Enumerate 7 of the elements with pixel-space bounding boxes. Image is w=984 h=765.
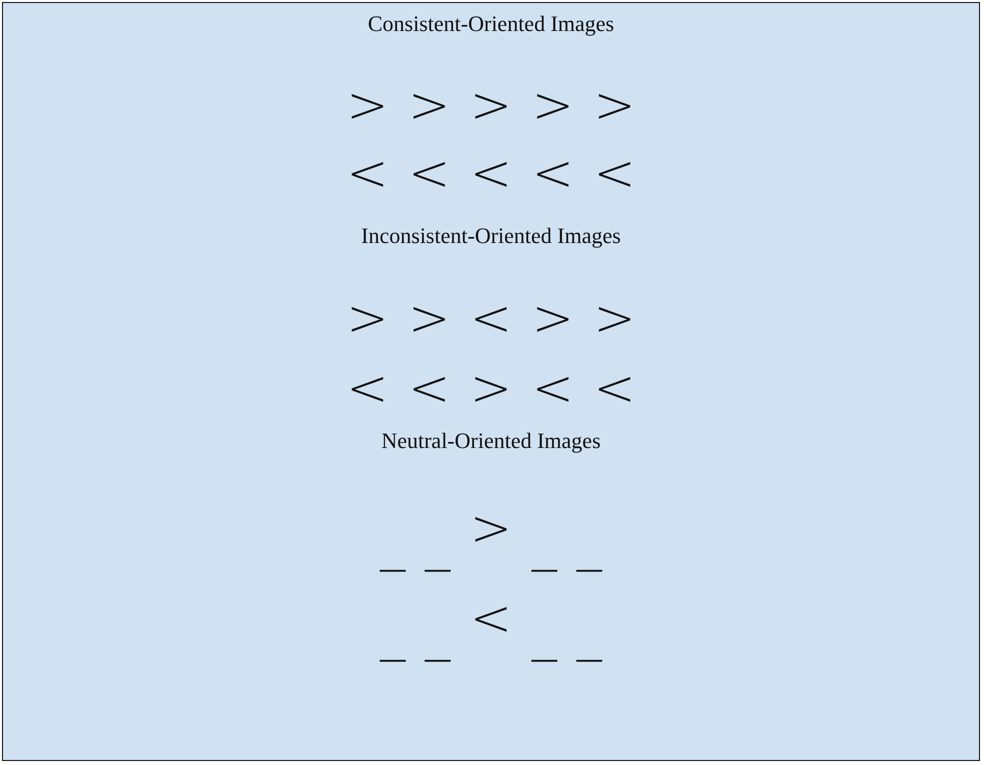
stimulus-row: > > > > >	[346, 75, 636, 135]
section-heading: Neutral-Oriented Images	[381, 428, 601, 454]
section-heading: Consistent-Oriented Images	[368, 11, 614, 37]
stimulus-row: < < < < <	[346, 143, 636, 203]
section-heading: Inconsistent-Oriented Images	[361, 223, 621, 249]
stimulus-row: > > < > >	[346, 288, 636, 348]
stimulus-row: < < > < <	[346, 358, 636, 418]
